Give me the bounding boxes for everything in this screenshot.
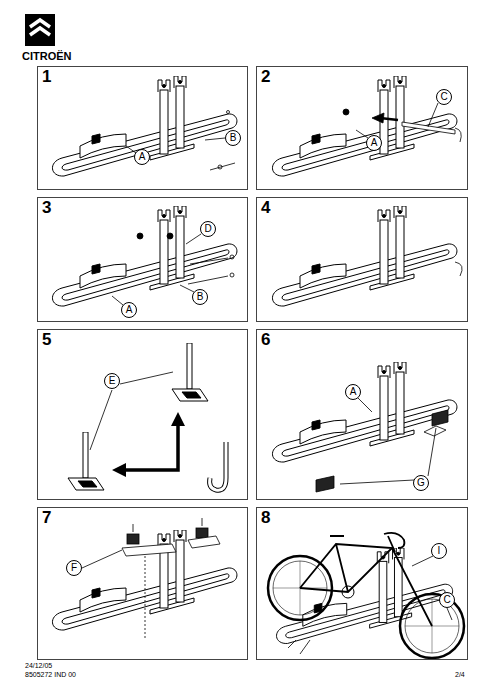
callout-circle: B [225, 130, 241, 146]
callout-circle: D [200, 221, 216, 237]
callout-letter: A [139, 152, 146, 162]
brand-name: CITROËN [22, 50, 72, 62]
step-number: 6 [261, 331, 270, 349]
callout-circle: C [436, 89, 452, 105]
step-panel: 1A B [37, 66, 248, 190]
step-number: 7 [42, 509, 51, 527]
step-panel: 8I C [256, 507, 468, 660]
callout-letter: D [204, 224, 211, 234]
callout-circle: A [366, 135, 382, 151]
callout-letter: I [438, 546, 441, 556]
callout-circle: A [121, 302, 137, 318]
footer-note: 8505272 IND 00 [25, 671, 76, 679]
callout-letter: G [417, 478, 425, 488]
callout-letter: C [440, 92, 447, 102]
callout-circle: G [413, 475, 429, 491]
callout-circle: B [192, 289, 208, 305]
step-number: 2 [261, 68, 270, 86]
callout-circle: F [66, 560, 82, 576]
step-panel: 4 [256, 197, 468, 322]
callout-letter: B [230, 133, 237, 143]
callout-letter: B [197, 292, 204, 302]
step-number: 4 [261, 199, 270, 217]
step-panel: 7F [37, 507, 248, 660]
callout-circle: E [104, 373, 120, 389]
step-number: 3 [42, 199, 51, 217]
callout-letter: F [71, 563, 77, 573]
step-number: 5 [42, 331, 51, 349]
callout-circle: A [345, 384, 361, 400]
callout-circle: C [439, 592, 455, 608]
callout-letter: C [443, 595, 450, 605]
step-number: 1 [42, 68, 51, 86]
step-panel: 2C A [256, 66, 468, 190]
step-panel: 5E [37, 329, 248, 500]
step-panel: 6A G [256, 329, 468, 500]
callout-circle: I [431, 543, 447, 559]
footer-note: 2/4 [455, 671, 465, 679]
callout-circle: A [134, 149, 150, 165]
step-number: 8 [261, 509, 270, 527]
callout-letter: A [126, 305, 133, 315]
callout-letter: A [350, 387, 357, 397]
footer-note: 24/12/05 [25, 662, 52, 670]
step-panel: 3D B A [37, 197, 248, 322]
callout-letter: E [109, 376, 116, 386]
callout-letter: A [371, 138, 378, 148]
